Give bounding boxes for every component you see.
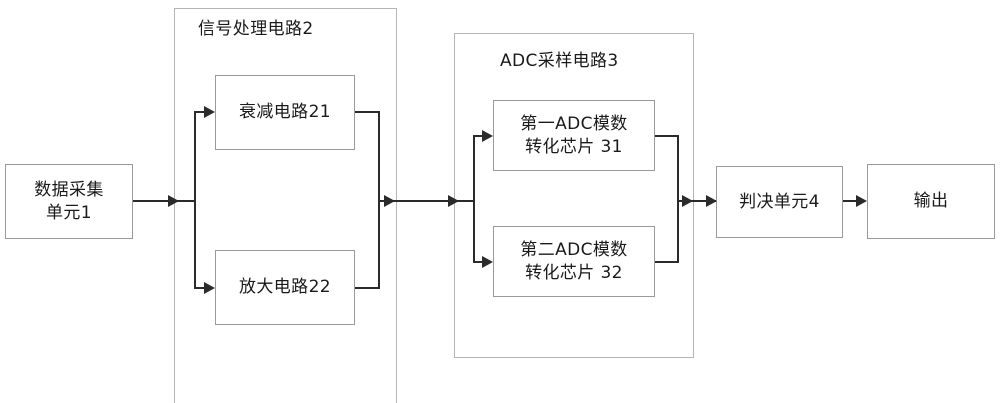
wire-adc-split-stub — [456, 200, 475, 202]
wire-signal-processing-to-adc — [397, 200, 452, 202]
wire-amplification-to-merge — [355, 287, 380, 289]
wire-split-to-adc-chip-2 — [473, 261, 486, 263]
group-adc-sampling — [454, 33, 694, 358]
wire-attenuation-to-merge — [355, 111, 380, 113]
arrowhead-into-adc-chip-1 — [482, 130, 493, 142]
block-adc-chip-2-label: 第二ADC模数 转化芯片 32 — [520, 239, 628, 283]
block-decision-unit-label: 判决单元4 — [739, 191, 820, 212]
wire-adc-split-bus — [473, 136, 475, 262]
block-decision-unit[interactable]: 判决单元4 — [716, 166, 843, 238]
arrowhead-into-adc-chip-2 — [482, 256, 493, 268]
group-signal-processing-title: 信号处理电路2 — [198, 19, 314, 39]
arrowhead-into-adc-sampling — [448, 195, 459, 207]
wire-acquisition-to-signal-processing — [133, 200, 171, 202]
wire-signal-processing-split-stub — [176, 200, 196, 202]
wire-split-to-amplification — [194, 287, 208, 289]
block-data-acquisition-unit[interactable]: 数据采集 单元1 — [5, 164, 133, 239]
block-attenuation-circuit[interactable]: 衰减电路21 — [215, 75, 355, 150]
block-amplification-circuit[interactable]: 放大电路22 — [215, 250, 355, 325]
block-attenuation-circuit-label: 衰减电路21 — [238, 102, 332, 123]
wire-adc-merge-bus — [677, 135, 679, 263]
block-adc-chip-1-label: 第一ADC模数 转化芯片 31 — [520, 113, 628, 157]
wire-signal-processing-split-bus — [194, 112, 196, 288]
block-data-acquisition-unit-label: 数据采集 单元1 — [34, 179, 104, 223]
wire-adc-chip-1-to-merge — [655, 135, 679, 137]
arrowhead-into-amplification — [204, 282, 215, 294]
wire-split-to-attenuation — [194, 111, 208, 113]
block-adc-chip-2[interactable]: 第二ADC模数 转化芯片 32 — [493, 226, 655, 297]
group-signal-processing — [174, 8, 397, 403]
block-adc-chip-1[interactable]: 第一ADC模数 转化芯片 31 — [493, 100, 655, 171]
arrowhead-adc-merge-out — [682, 195, 693, 207]
arrowhead-signal-processing-merge-out — [384, 195, 395, 207]
arrowhead-into-signal-processing — [168, 195, 179, 207]
group-adc-sampling-title: ADC采样电路3 — [500, 51, 619, 71]
arrowhead-into-attenuation — [204, 106, 215, 118]
block-output-label: 输出 — [913, 191, 949, 212]
block-amplification-circuit-label: 放大电路22 — [238, 277, 332, 298]
wire-split-to-adc-chip-1 — [473, 135, 486, 137]
block-output[interactable]: 输出 — [867, 164, 995, 239]
wire-adc-chip-2-to-merge — [655, 261, 679, 263]
wire-decision-unit-to-output — [843, 200, 861, 202]
arrowhead-into-decision-unit — [706, 195, 717, 207]
arrowhead-into-output — [856, 195, 867, 207]
